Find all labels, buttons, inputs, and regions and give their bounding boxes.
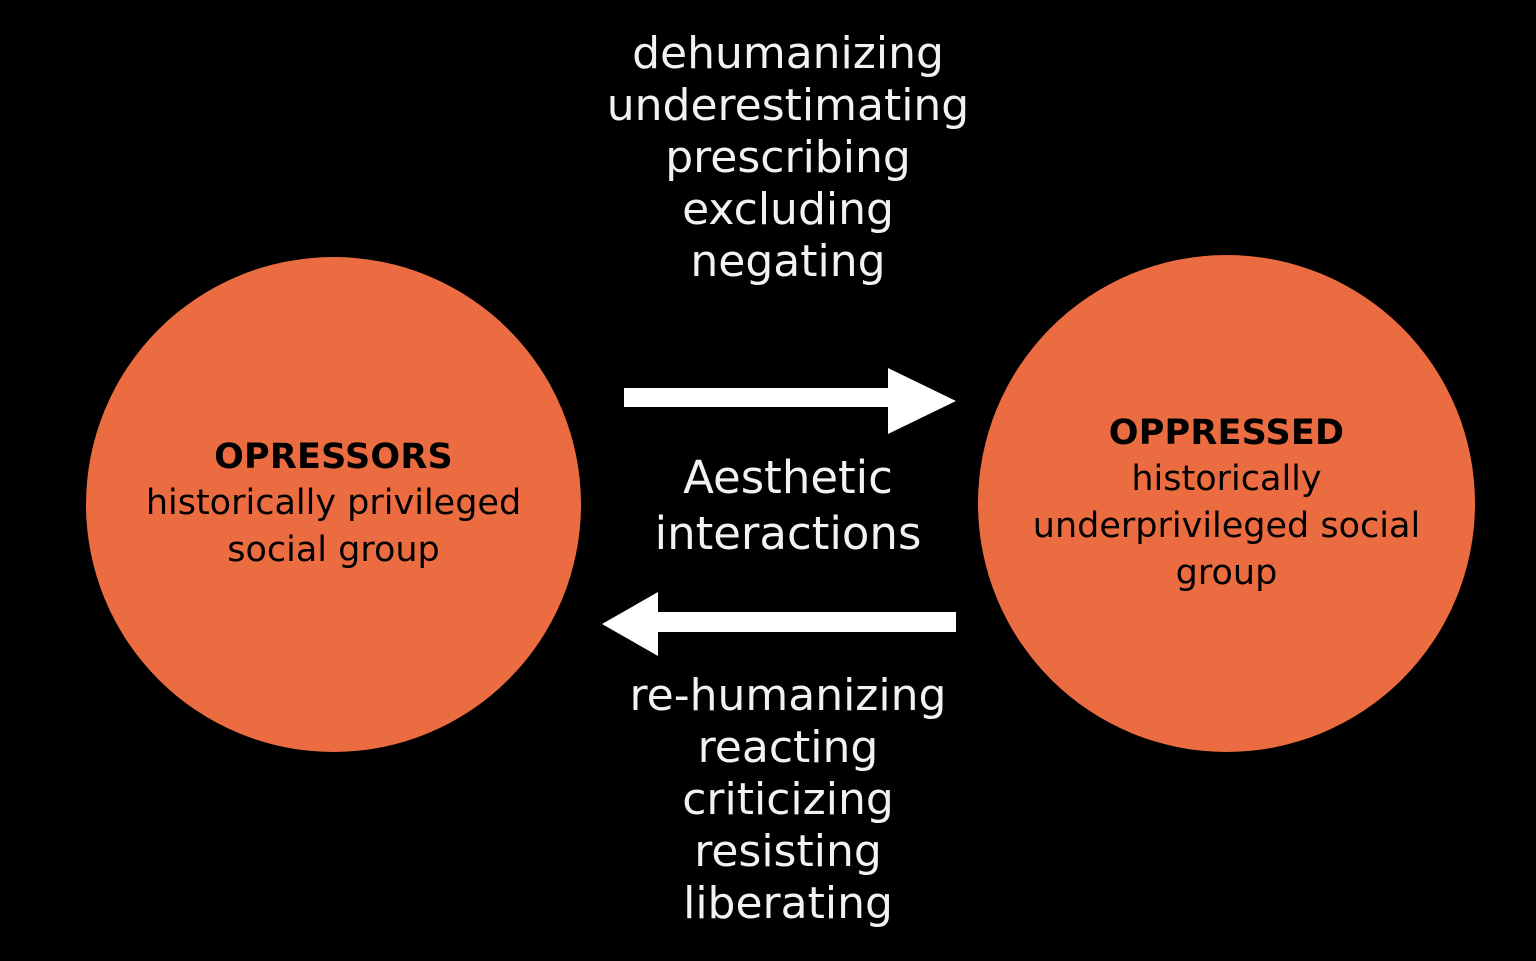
oppressor-action-item: prescribing [665, 132, 911, 183]
oppressed-action-item: re-humanizing [629, 670, 947, 721]
oppressed-action-item: resisting [694, 826, 882, 877]
oppressor-action-item: underestimating [606, 80, 970, 131]
node-oppressed-title: OPPRESSED [1108, 412, 1345, 453]
oppressed-action-item: criticizing [682, 774, 894, 825]
oppressed-actions-list: re-humanizing reacting criticizing resis… [538, 670, 1038, 930]
node-oppressed-subtitle: historically underprivileged social grou… [1032, 458, 1421, 593]
node-oppressors-subtitle: historically privileged social group [145, 483, 522, 570]
oppressor-action-item: negating [690, 236, 886, 287]
oppressed-action-item: reacting [697, 722, 879, 773]
oppressor-actions-list: dehumanizing underestimating prescribing… [538, 28, 1038, 288]
node-oppressors-title: OPRESSORS [214, 437, 453, 477]
aesthetic-interactions-line: interactions [654, 507, 922, 560]
node-oppressed: OPPRESSED historically underprivileged s… [978, 255, 1475, 752]
aesthetic-interactions-line: Aesthetic [683, 451, 893, 504]
arrow-left-icon [602, 592, 956, 656]
aesthetic-interactions-label: Aesthetic interactions [538, 450, 1038, 562]
oppressor-action-item: dehumanizing [632, 28, 944, 79]
oppressed-action-item: liberating [683, 878, 893, 929]
oppressor-action-item: excluding [682, 184, 894, 235]
arrow-right-icon [624, 368, 956, 434]
node-oppressors: OPRESSORS historically privileged social… [86, 257, 581, 752]
